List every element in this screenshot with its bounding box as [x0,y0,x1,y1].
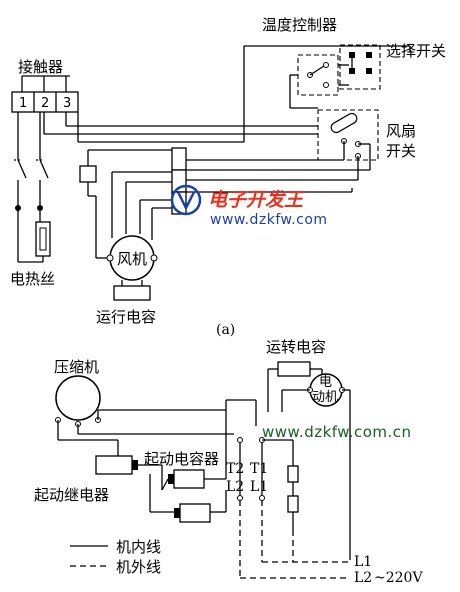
fan-motor-label: 风机 [117,250,147,268]
terminal-t2-label: T2 [226,461,244,477]
terminal-t1-label: T1 [250,461,268,477]
fan-switch-lever [330,112,358,134]
diagram-a: 接触器 1 2 3 [10,16,446,338]
legend-external-label: 机外线 [116,558,161,576]
temp-controller [297,54,339,96]
fan-motor-b: 电 动机 [307,373,345,407]
heater-terminal-right [37,205,43,211]
run-capacitor-a-body [113,285,151,301]
temp-controller-box [297,54,339,96]
terminal-3: 3 [63,96,71,111]
supply-voltage: ~220V [374,570,423,586]
legend-internal-label: 机内线 [116,538,161,556]
supply-line-l1: L1 [354,554,372,570]
terminal-block-outline [11,91,79,113]
heater-resistor [35,221,51,257]
terminal-2: 2 [41,96,49,111]
run-capacitor-b [277,361,311,377]
terminal-block-b [237,437,265,501]
relay-box [79,165,97,183]
terminal-l2-label: L2 [226,479,244,495]
run-capacitor-a-label: 运行电容 [96,308,156,326]
watermark-url-top: www.dzkfw.com [210,212,328,228]
selector-switch-label: 选择开关 [386,42,446,60]
heater-element [15,205,51,263]
run-capacitor-a [113,280,151,301]
watermark-logo: 电子开发王 www.dzkfw.com [170,184,328,228]
contactor-label: 接触器 [18,58,63,76]
contactor-terminal-block: 1 2 3 [11,91,79,113]
selector-switch [339,44,381,90]
fan-switch-box [317,109,379,161]
fan-switch [317,109,379,161]
start-capacitor-body [95,455,133,475]
watermark-url-bottom: www.dzkfw.com.cn [262,423,412,441]
watermark-logo-text: 电子开发王 [208,189,306,211]
run-capacitor-b-label: 运转电容 [266,338,326,356]
terminal-l1-label: L1 [250,479,268,495]
start-relay-label: 起动继电器 [34,486,109,504]
temp-controller-label: 温度控制器 [262,16,337,34]
fan-switch-label-line1: 风扇 [386,122,416,140]
fan-motor: 风机 [106,235,158,281]
selector-switch-box [339,44,381,90]
watermark-logo-icon [170,184,202,216]
middle-terminal-strip [171,147,187,215]
diagram-a-caption: (a) [216,322,235,338]
compressor-label: 压缩机 [54,358,99,376]
motor-label-line1: 电 [319,375,332,390]
start-relay [168,469,211,523]
contactor-contacts [14,112,49,212]
motor-label-line2: 动机 [312,390,338,405]
compressor [55,375,101,427]
supply-line-l2: L2 [354,570,372,586]
start-capacitor-label: 起动电容器 [144,450,219,468]
heater-label: 电热丝 [10,270,55,288]
overload-protectors [262,439,299,530]
fan-switch-label-line2: 开关 [386,142,416,160]
start-capacitor [95,455,138,475]
heater-terminal-left [15,205,21,211]
legend: 机内线 机外线 [70,538,161,576]
terminal-1: 1 [19,96,27,111]
compressor-circle [55,375,101,421]
diagram-b: 压缩机 运转电容 电 动机 [34,338,423,586]
